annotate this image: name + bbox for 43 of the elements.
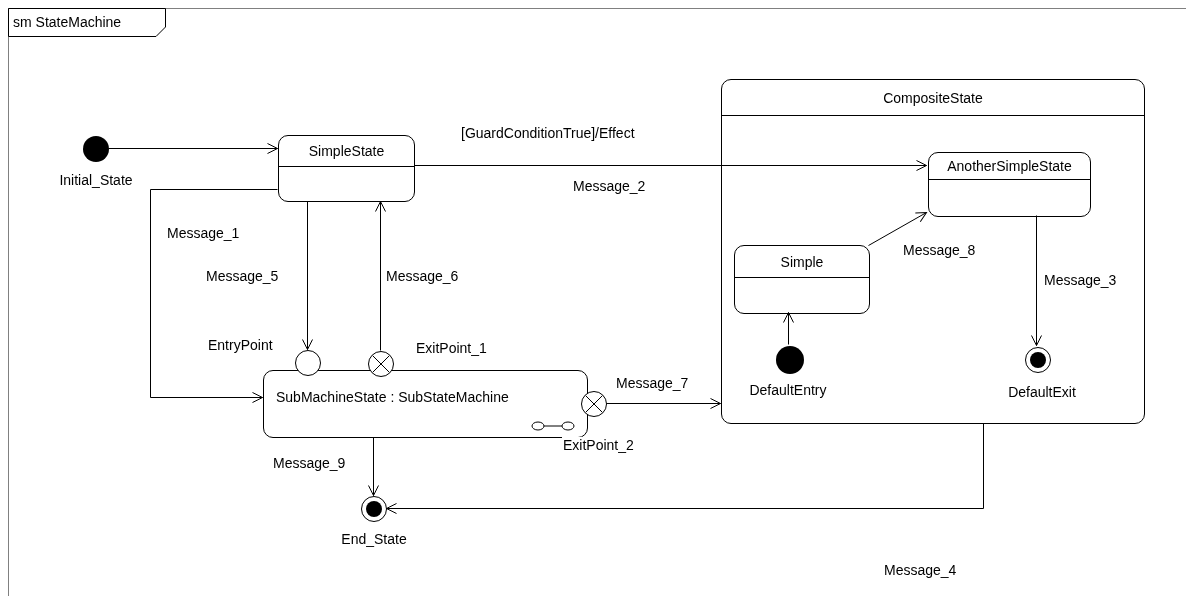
edge-label: Message_5 [205, 268, 280, 284]
composite-state-box [721, 79, 1145, 424]
transition-arrow [368, 437, 379, 496]
final-state-symbol [1025, 347, 1051, 373]
transition-arrow [868, 212, 927, 246]
edge-label: Message_3 [1043, 272, 1118, 288]
transition-arrow [414, 160, 927, 171]
transition-arrow [386, 423, 984, 514]
message-text: Message_2 [572, 178, 647, 194]
edge-label: Message_9 [272, 455, 347, 471]
transition-arrow [375, 201, 386, 351]
state-box [734, 245, 870, 314]
state-label: EntryPoint [208, 337, 273, 353]
transition-arrow [783, 312, 794, 345]
edge-label: Message_6 [385, 268, 460, 284]
state-label: DefaultExit [1008, 384, 1076, 400]
edge-label: Message_8 [902, 242, 977, 258]
state-name: CompositeState [883, 89, 983, 106]
submachine-state-box [263, 370, 588, 438]
edge-label: [GuardConditionTrue]/Effect [460, 125, 636, 141]
state-box [278, 135, 415, 202]
edge-label: Message_1 [166, 225, 241, 241]
state-label: Initial_State [59, 172, 133, 188]
state-label: End_State [341, 531, 407, 547]
edge-label: Message_7 [615, 375, 690, 391]
transition-arrow [606, 398, 721, 409]
exit-point-symbol [368, 351, 394, 377]
state-label: ExitPoint_2 [562, 437, 635, 453]
diagram-frame [8, 8, 1186, 596]
state-name: Simple [780, 253, 824, 270]
state-label: ExitPoint_1 [416, 340, 487, 356]
final-state-symbol [361, 496, 387, 522]
transition-arrow [150, 189, 278, 403]
transition-arrow [302, 201, 313, 350]
edge-label: Message_4 [883, 562, 958, 578]
transition-arrow [1031, 215, 1042, 346]
transition-arrow [108, 143, 278, 154]
state-name: SubMachineState : SubStateMachine [276, 389, 509, 405]
state-name: AnotherSimpleState [947, 158, 1072, 174]
frame-title: sm StateMachine [13, 14, 122, 30]
state-name: SimpleState [308, 143, 385, 159]
state-label: DefaultEntry [749, 382, 827, 398]
state-box [928, 152, 1091, 217]
